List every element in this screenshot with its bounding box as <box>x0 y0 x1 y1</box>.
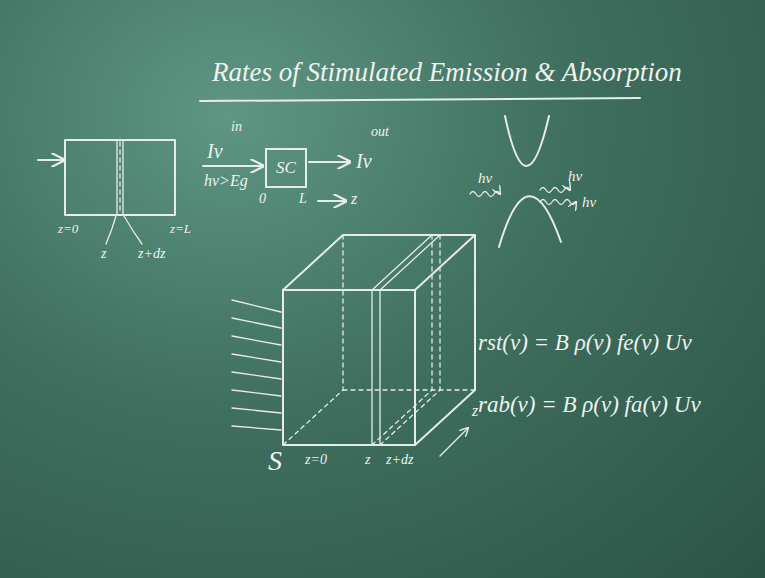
label: 0 <box>259 191 266 206</box>
photon-out <box>540 188 570 193</box>
label-wrap: z <box>351 190 357 208</box>
title-underline <box>200 98 640 101</box>
label-wrap: z <box>101 246 106 261</box>
label: z <box>351 190 357 208</box>
label: Iν <box>356 150 372 172</box>
label-wrap: z <box>365 452 370 467</box>
label-wrap: S <box>268 446 282 477</box>
slab-outline <box>65 140 175 215</box>
label: hν>Eg <box>204 172 248 190</box>
label-wrap: z+dz <box>138 246 165 261</box>
valence-band <box>499 196 561 247</box>
label-wrap: out <box>371 124 389 139</box>
conduction-band <box>505 116 549 166</box>
label: hν <box>478 170 492 187</box>
label: out <box>371 124 389 139</box>
label-wrap: in <box>231 119 242 134</box>
label: in <box>231 119 242 134</box>
label-wrap: L <box>299 191 307 206</box>
title-wrap: Rates of Stimulated Emission & Absorptio… <box>212 58 682 88</box>
output-arrow <box>309 161 350 163</box>
label: z <box>365 452 370 467</box>
label: z=0 <box>58 222 78 236</box>
label: L <box>299 191 307 206</box>
leader-line <box>106 216 142 244</box>
label-wrap: rst(ν) = B ρ(ν) fe(ν) Uν <box>478 330 692 355</box>
incident-arrow <box>38 159 64 161</box>
label-wrap: hν <box>478 170 492 187</box>
label-wrap: z <box>472 402 478 420</box>
semiconductor-box: SC <box>265 148 307 188</box>
label: z=0 <box>305 452 327 467</box>
label: z <box>472 402 478 420</box>
z-axis-arrow <box>318 200 346 202</box>
label-wrap: Iν <box>207 140 223 162</box>
input-arrow <box>203 165 263 167</box>
label-wrap: hν <box>568 168 582 185</box>
label: Iν <box>207 140 223 162</box>
label: rab(ν) = B ρ(ν) fa(ν) Uν <box>478 392 701 417</box>
label: z+dz <box>138 246 165 261</box>
label-wrap: z=0 <box>305 452 327 467</box>
label-wrap: hν <box>582 194 596 211</box>
slice <box>117 140 123 215</box>
label-wrap: 0 <box>259 191 266 206</box>
photon-out <box>540 200 576 205</box>
title: Rates of Stimulated Emission & Absorptio… <box>212 58 682 88</box>
label-wrap: z=L <box>170 222 191 236</box>
photon-in <box>470 192 500 197</box>
label-wrap: rab(ν) = B ρ(ν) fa(ν) Uν <box>478 392 701 417</box>
label: S <box>268 446 282 477</box>
label: hν <box>582 194 596 211</box>
light-rays <box>232 300 281 430</box>
label-wrap: z=0 <box>58 222 78 236</box>
label-wrap: z+dz <box>386 452 413 467</box>
label: rst(ν) = B ρ(ν) fe(ν) Uν <box>478 330 692 355</box>
label: hν <box>568 168 582 185</box>
label-wrap: hν>Eg <box>204 172 248 190</box>
cube <box>283 235 475 445</box>
z-axis-arrow <box>440 428 468 456</box>
node-text: SC <box>276 159 296 178</box>
slice-hatch <box>119 142 120 213</box>
label: z+dz <box>386 452 413 467</box>
label: z <box>101 246 106 261</box>
label: z=L <box>170 222 191 236</box>
label-wrap: Iν <box>356 150 372 172</box>
